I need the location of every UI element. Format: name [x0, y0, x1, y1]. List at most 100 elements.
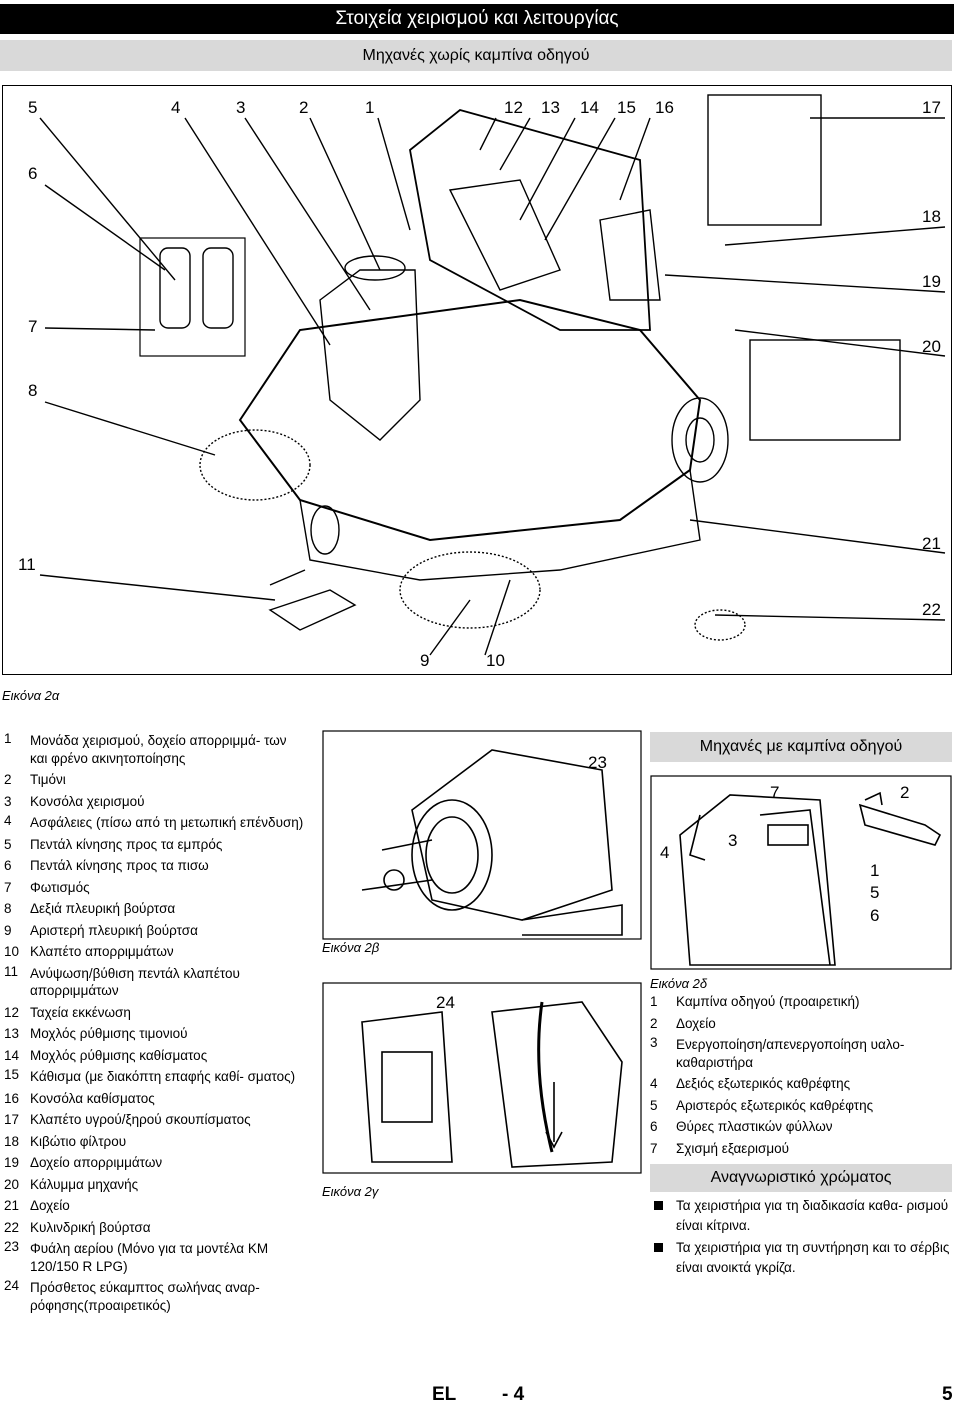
cabin-heading: Μηχανές με καμπίνα οδηγού [650, 732, 952, 762]
fig2a-label-22: 22 [922, 600, 941, 619]
item-text: Μοχλός ρύθμισης καθίσματος [30, 1047, 208, 1063]
fig2a-label-11: 11 [18, 555, 36, 574]
item-number: 17 [4, 1112, 20, 1127]
fig2a-label-1: 1 [365, 98, 375, 117]
item-number: 7 [650, 1140, 658, 1156]
item-text: Κιβώτιο φίλτρου [30, 1133, 127, 1149]
fig2a-label-20: 20 [922, 337, 941, 356]
cabin-label-1: 1 [870, 861, 880, 880]
fig2a-label-16: 16 [655, 98, 674, 117]
list-item: 20 Κάλυμμα μηχανής [4, 1174, 304, 1196]
footer-language: EL [432, 1384, 457, 1405]
cabin-label-4: 4 [660, 843, 670, 862]
item-number: 18 [4, 1133, 20, 1149]
cabin-label-3: 3 [728, 831, 738, 850]
item-text: Δεξιός εξωτερικός καθρέφτης [676, 1076, 851, 1091]
item-text: Πεντάλ κίνησης προς τα πισω [30, 858, 209, 873]
bullet-text: Τα χειριστήρια για τη διαδικασία καθα- ρ… [676, 1198, 949, 1233]
item-text: Τιμόνι [30, 772, 66, 787]
item-number: 15 [4, 1067, 20, 1082]
item-text: Ενεργοποίηση/απενεργοποίηση υαλο- καθαρι… [676, 1037, 905, 1070]
item-text: Θύρες πλαστικών φύλλων [676, 1119, 833, 1134]
item-text: Ανύψωση/βύθιση πεντάλ κλαπέτου απορριμμά… [30, 965, 240, 999]
fig2a-label-10: 10 [486, 651, 505, 670]
fig2a-label-8: 8 [28, 381, 38, 400]
figure-2b-caption: Εικόνα 2β [322, 940, 380, 955]
item-text: Δοχείο [30, 1198, 70, 1213]
item-number: 6 [4, 858, 12, 873]
fig2b-label-23: 23 [588, 753, 607, 772]
list-item: 6 Θύρες πλαστικών φύλλων [650, 1116, 952, 1138]
item-text: Δεξιά πλευρική βούρτσα [30, 901, 176, 916]
fig2a-label-5: 5 [28, 98, 38, 117]
fig2a-label-2: 2 [299, 98, 309, 117]
item-number: 10 [4, 944, 20, 959]
item-number: 3 [4, 793, 12, 809]
item-number: 14 [4, 1047, 20, 1063]
list-item: 17 Κλαπέτο υγρού/ξηρού σκουπίσματος [4, 1109, 304, 1131]
item-number: 23 [4, 1239, 20, 1254]
list-item: 21 Δοχείο [4, 1195, 304, 1217]
suction-hose-illustration [322, 982, 642, 1174]
item-number: 13 [4, 1026, 20, 1041]
list-item: 4 Δεξιός εξωτερικός καθρέφτης [650, 1073, 952, 1095]
item-text: Κονσόλα χειρισμού [30, 793, 145, 809]
figure-2a-frame [2, 85, 952, 675]
item-text: Ασφάλειες (πίσω από τη μετωπική επένδυση… [30, 815, 304, 830]
section-title: Στοιχεία χειρισμού και λειτουργίας [0, 4, 954, 34]
item-number: 7 [4, 879, 12, 895]
list-item: 10 Κλαπέτο απορριμμάτων [4, 941, 304, 963]
item-text: Φωτισμός [30, 879, 90, 895]
footer-page-number: 5 [942, 1384, 953, 1405]
item-number: 4 [4, 813, 12, 828]
item-text: Σχισμή εξαερισμού [676, 1140, 790, 1156]
cabin-label-2: 2 [900, 783, 910, 802]
fig2a-label-4: 4 [171, 98, 181, 117]
item-number: 4 [650, 1076, 658, 1091]
item-text: Φυάλη αερίου (Μόνο για τα μοντέλα KM 120… [30, 1241, 269, 1274]
cabin-label-5: 5 [870, 883, 880, 902]
item-number: 24 [4, 1278, 20, 1293]
list-item: 6 Πεντάλ κίνησης προς τα πισω [4, 855, 304, 877]
item-number: 21 [4, 1198, 20, 1213]
item-number: 20 [4, 1176, 20, 1192]
item-text: Κλαπέτο απορριμμάτων [30, 944, 174, 959]
figure-2a-caption: Εικόνα 2α [2, 688, 60, 703]
bullet-square-icon [654, 1243, 663, 1252]
fig2a-label-12: 12 [504, 98, 523, 117]
item-text: Πεντάλ κίνησης προς τα εμπρός [30, 836, 223, 852]
color-code-heading: Αναγνωριστικό χρώματος [650, 1164, 952, 1192]
section-subtitle: Μηχανές χωρίς καμπίνα οδηγού [0, 40, 952, 71]
list-item: 14 Μοχλός ρύθμισης καθίσματος [4, 1045, 304, 1067]
fig2a-label-15: 15 [617, 98, 636, 117]
list-item: 4 Ασφάλειες (πίσω από τη μετωπική επένδυσ… [4, 812, 304, 834]
item-text: Κλαπέτο υγρού/ξηρού σκουπίσματος [30, 1112, 251, 1127]
item-text: Κάθισμα (με διακόπτη επαφής καθί- σματος… [30, 1069, 296, 1084]
item-number: 1 [650, 994, 658, 1009]
item-number: 6 [650, 1119, 658, 1134]
item-text: Κάλυμμα μηχανής [30, 1176, 139, 1192]
item-text: Δοχείο απορριμμάτων [30, 1155, 163, 1170]
item-text: Καμπίνα οδηγού (προαιρετική) [676, 994, 860, 1009]
item-number: 2 [4, 772, 12, 787]
item-text: Αριστερή πλευρική βούρτσα [30, 922, 198, 938]
list-item: 18 Κιβώτιο φίλτρου [4, 1131, 304, 1153]
figure-2c-caption: Εικόνα 2γ [322, 1184, 379, 1199]
item-text: Κονσόλα καθίσματος [30, 1090, 155, 1106]
fig2a-label-14: 14 [580, 98, 599, 117]
figure-2d-caption: Εικόνα 2δ [650, 976, 708, 991]
list-item: 23 Φυάλη αερίου (Μόνο για τα μοντέλα KM 1… [4, 1238, 304, 1277]
list-item: 15 Κάθισμα (με διακόπτη επαφής καθί- σματ… [4, 1066, 304, 1088]
item-number: 11 [4, 963, 19, 979]
